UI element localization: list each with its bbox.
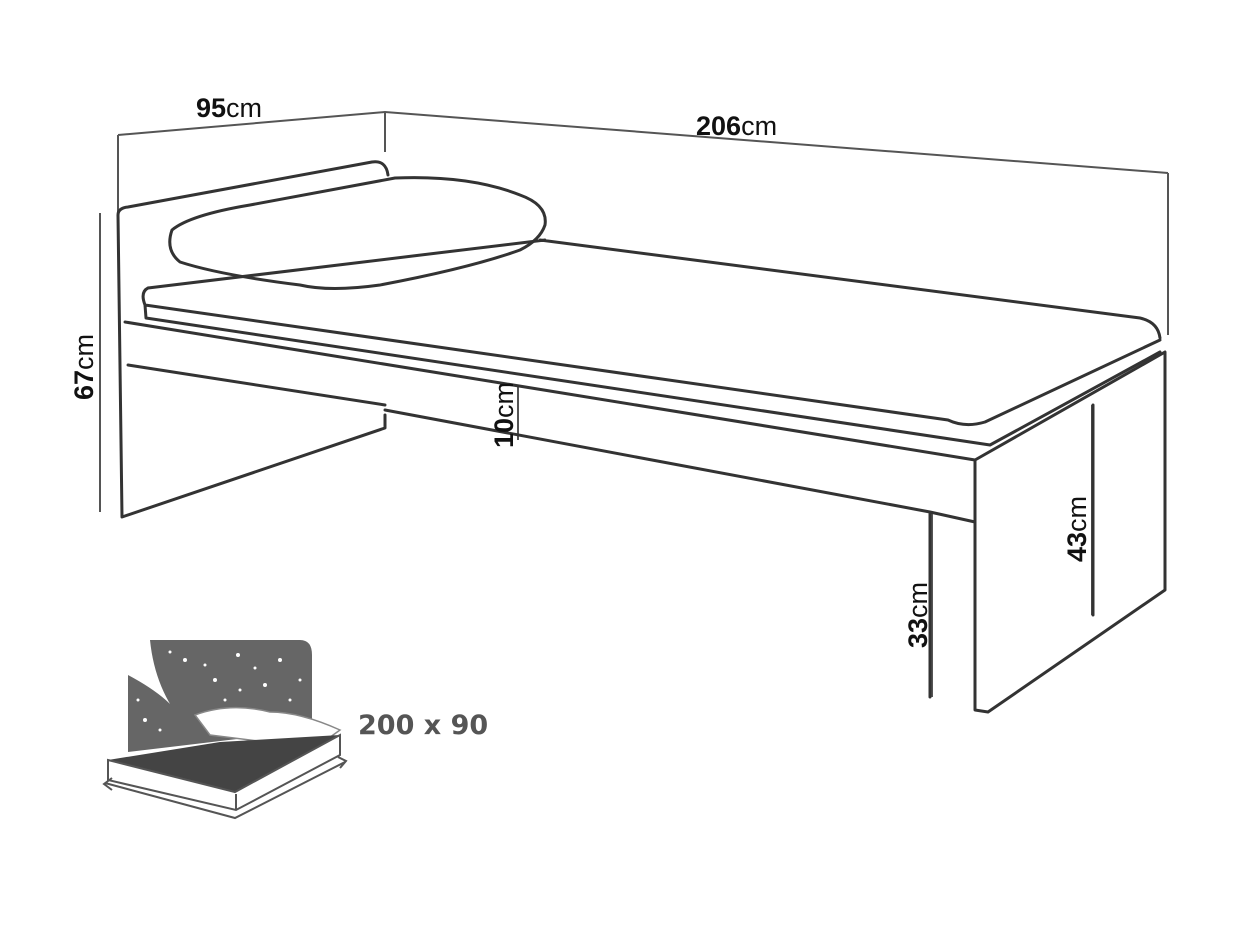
mattress-size-label: 200 x 90 <box>358 710 488 741</box>
pillow <box>168 176 547 290</box>
mattress-thickness-label: 10cm <box>489 382 519 448</box>
mattress <box>141 238 1162 447</box>
headboard <box>116 160 390 519</box>
clearance-label: 33cm <box>903 582 933 648</box>
mattress-size-icon <box>102 640 348 820</box>
length-label: 206cm <box>696 111 777 141</box>
depth-label: 95cm <box>196 93 262 123</box>
headboard-height-label: 67cm <box>69 334 99 400</box>
top-dimension-line <box>117 110 1169 335</box>
bed-frame <box>123 320 1167 714</box>
footboard-height-label: 43cm <box>1062 496 1092 562</box>
